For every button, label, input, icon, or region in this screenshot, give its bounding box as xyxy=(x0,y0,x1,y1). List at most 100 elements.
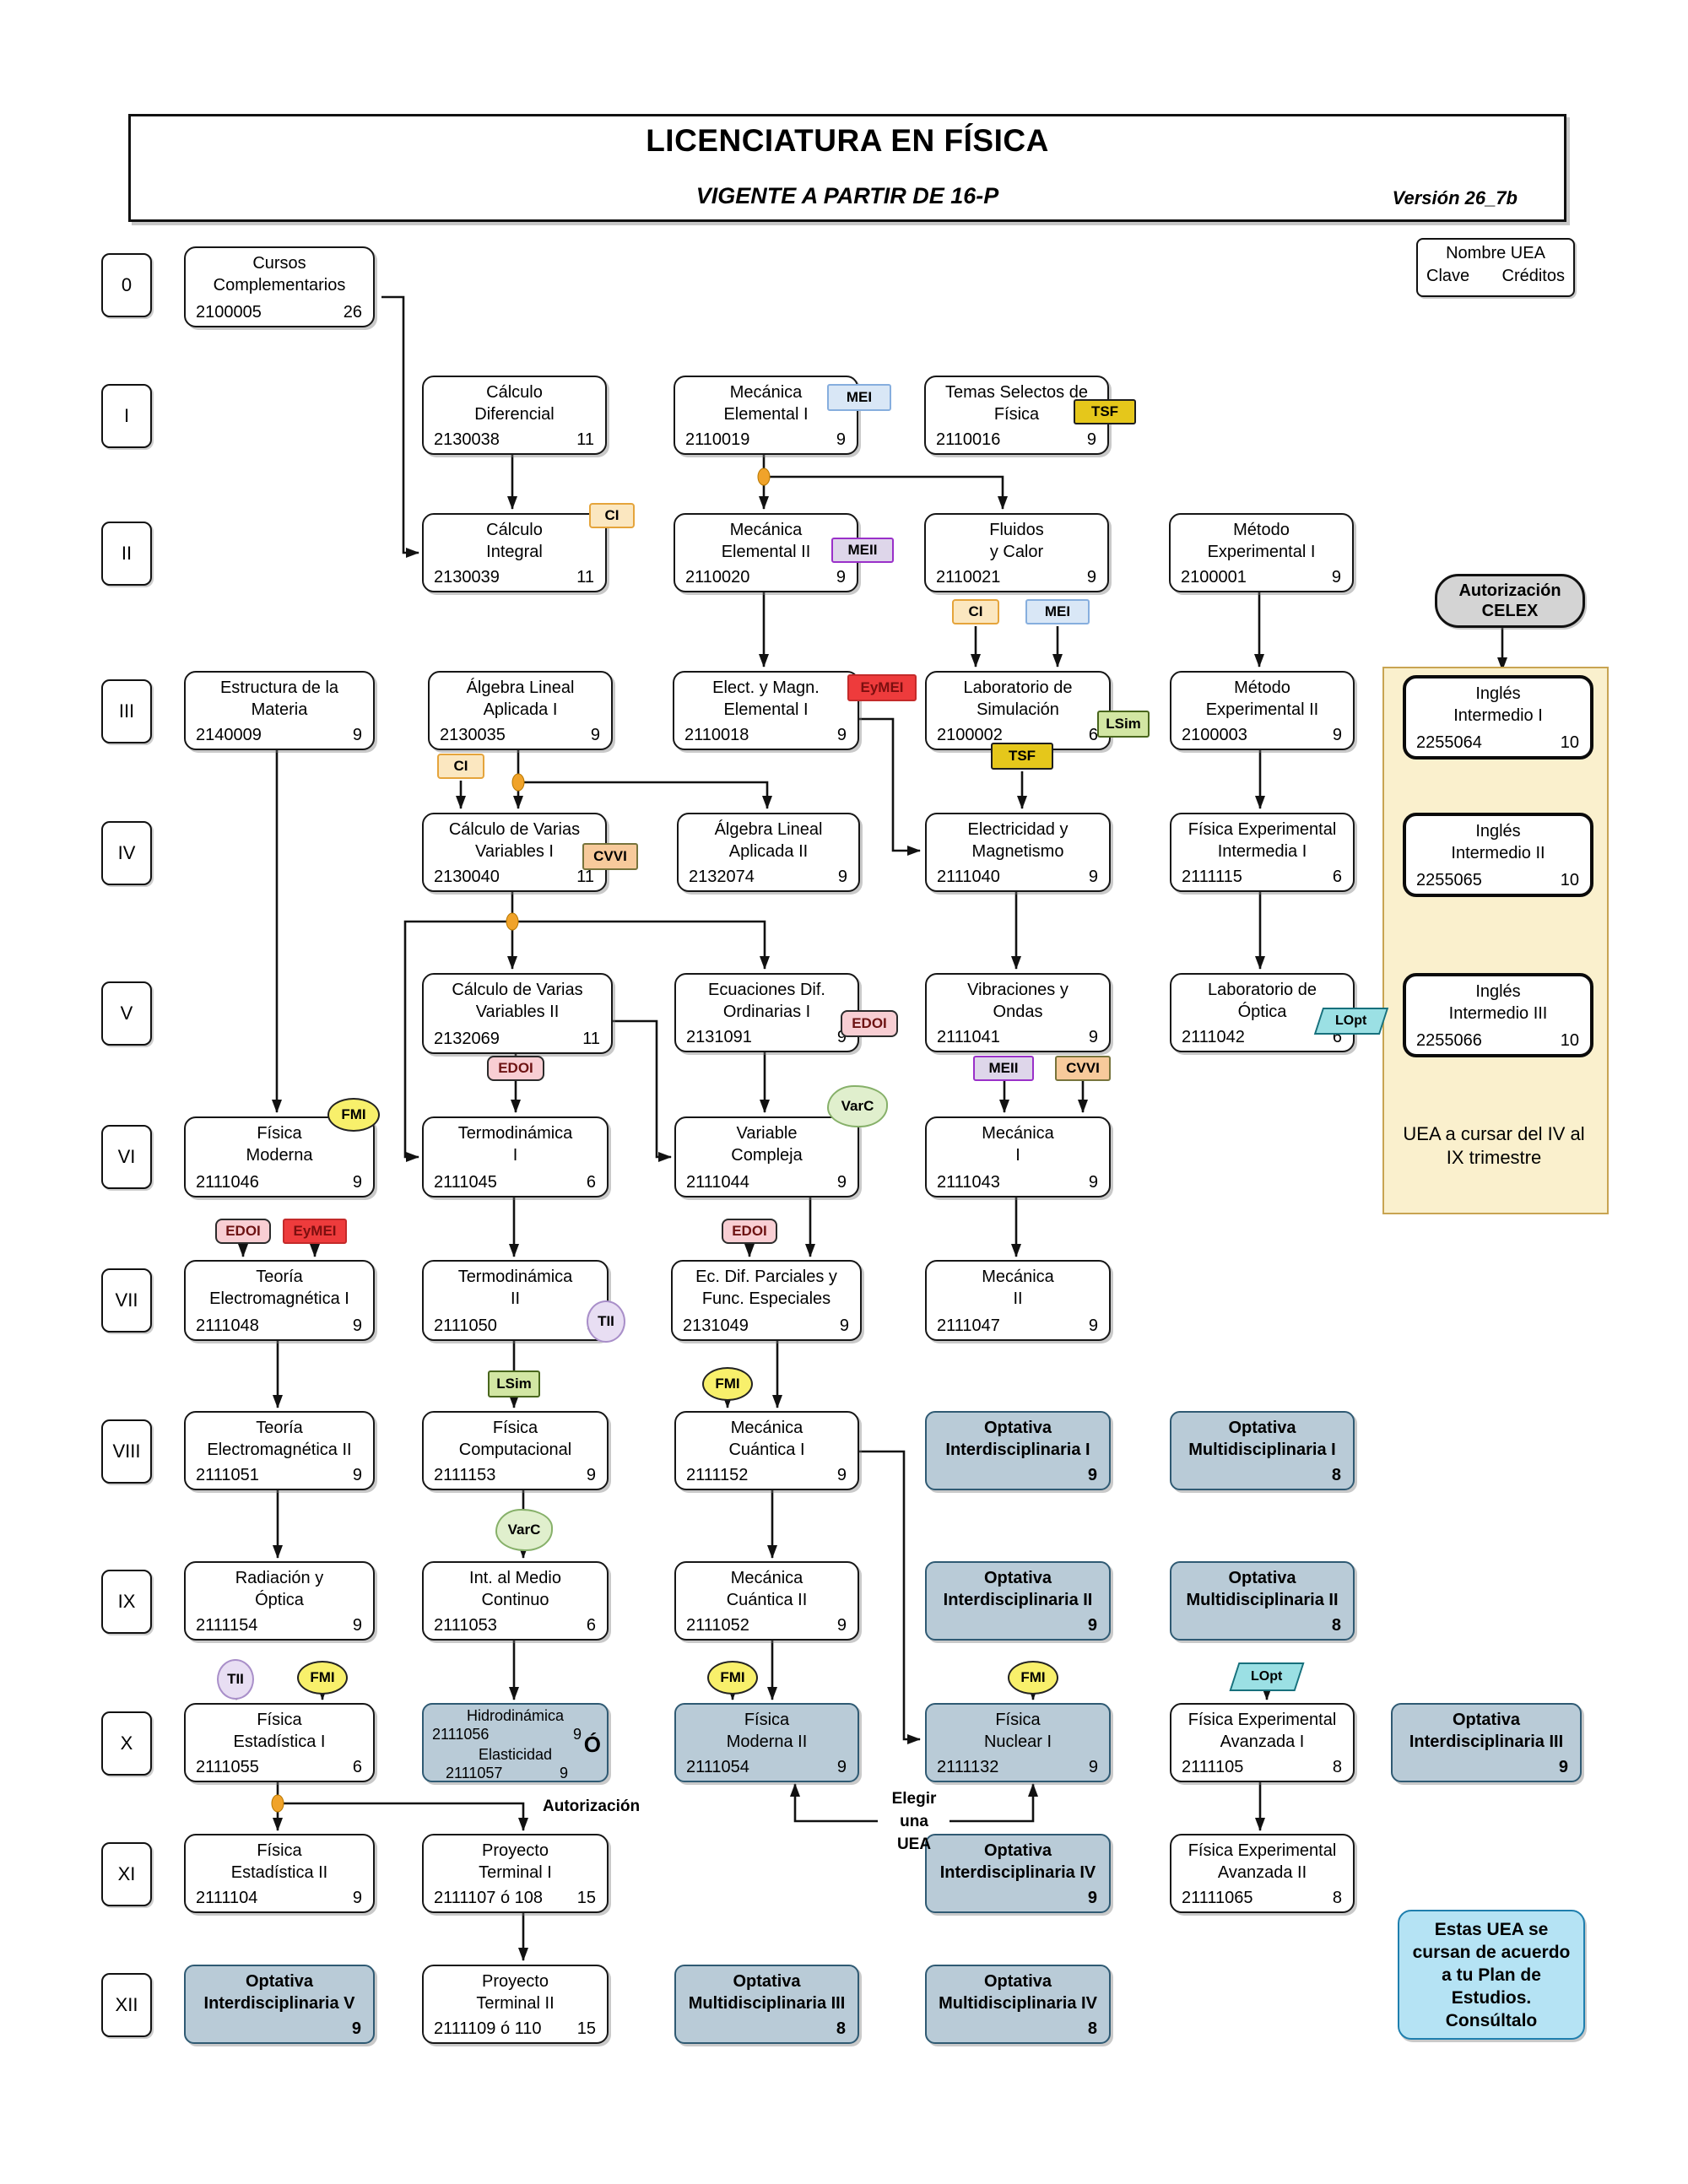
course-code: 2132069 xyxy=(434,1030,500,1048)
legend-nombre-uea: Nombre UEA xyxy=(1446,244,1545,262)
credits-value: 8 xyxy=(1332,1889,1342,1907)
credits-value: 9 xyxy=(836,1616,847,1635)
level-label-VI: VI xyxy=(101,1125,152,1189)
tag-tii-badge: TII xyxy=(587,1300,625,1343)
tag-lopt-badge: LOpt xyxy=(1229,1662,1305,1691)
level-label-IV: IV xyxy=(101,821,152,885)
level-label-XII: XII xyxy=(101,1973,152,2037)
credits-value: 9 xyxy=(1558,1758,1568,1776)
credits-value: 10 xyxy=(1560,871,1579,889)
credits-value: 6 xyxy=(586,1616,596,1635)
legend-clave: Clave xyxy=(1426,267,1470,285)
page-header: LICENCIATURA EN FÍSICA VIGENTE A PARTIR … xyxy=(128,114,1566,222)
credits-value: 6 xyxy=(352,1758,362,1776)
tag-ci-badge: CI xyxy=(589,503,635,528)
version-label: Versión 26_7b xyxy=(1392,187,1518,208)
credits-value: 9 xyxy=(837,868,847,886)
credits-value: 26 xyxy=(343,303,362,322)
course-code: 2100001 xyxy=(1181,568,1247,587)
course-code: 2110020 xyxy=(685,568,750,587)
course-code: 2111043 xyxy=(937,1173,1000,1192)
course-code: 2100003 xyxy=(1182,726,1247,744)
credits-value: 9 xyxy=(839,1316,849,1335)
level-label-VIII: VIII xyxy=(101,1419,152,1484)
elegir-una-uea-label: Elegir una UEA xyxy=(878,1787,950,1856)
course-code: 2111044 xyxy=(686,1173,749,1192)
credits-value: 8 xyxy=(1332,1758,1342,1776)
tag-lsim-badge: LSim xyxy=(1097,711,1150,738)
course-code: 2111046 xyxy=(196,1173,259,1192)
credits-value: 9 xyxy=(352,1316,362,1335)
credits-value: 9 xyxy=(1086,568,1096,587)
celex-authorization-node: Autorización CELEX xyxy=(1435,574,1585,628)
course-code: 2111152 xyxy=(686,1466,749,1484)
course-code: 2111054 xyxy=(686,1758,749,1776)
tag-edoi-badge: EDOI xyxy=(722,1219,777,1244)
course-code: 2110021 xyxy=(936,568,1001,587)
course-code: 2130039 xyxy=(434,568,500,587)
celex-line1: Autorización xyxy=(1458,581,1561,600)
tag-tsf-badge: TSF xyxy=(1074,399,1136,424)
credits-value: 6 xyxy=(1332,868,1342,886)
credits-value: 9 xyxy=(836,1173,847,1192)
course-code: 2255065 xyxy=(1416,871,1482,889)
tag-tii-badge: TII xyxy=(217,1659,254,1700)
course-code: 21111065 xyxy=(1182,1889,1253,1907)
course-code: 2111050 xyxy=(434,1316,497,1335)
page-subtitle: VIGENTE A PARTIR DE 16-P xyxy=(695,183,999,208)
note-line: Consúltalo xyxy=(1445,2010,1538,2030)
tag-edoi-badge: EDOI xyxy=(215,1219,271,1244)
tag-lsim-badge: LSim xyxy=(488,1370,540,1397)
tag-varc-badge: VarC xyxy=(495,1509,553,1551)
credits-value: 11 xyxy=(576,568,594,587)
credits-value: 8 xyxy=(836,2019,846,2038)
tag-varc-badge: VarC xyxy=(827,1085,888,1127)
course-code: 2111053 xyxy=(434,1616,497,1635)
credits-value: 9 xyxy=(836,1466,847,1484)
tag-ci-badge: CI xyxy=(952,599,999,624)
tag-edoi-badge: EDOI xyxy=(841,1010,898,1037)
course-code: 2140009 xyxy=(196,726,262,744)
credits-value: 9 xyxy=(836,1028,847,1046)
credits-value: 9 xyxy=(352,1173,362,1192)
level-label-V: V xyxy=(101,981,152,1046)
tag-fmi-badge: FMI xyxy=(702,1367,753,1401)
course-code: 2100002 xyxy=(937,726,1003,744)
tag-ci-badge: CI xyxy=(437,754,484,779)
tag-edoi-badge: EDOI xyxy=(487,1056,544,1081)
tag-fmi-badge: FMI xyxy=(1008,1661,1058,1695)
credits-value: 9 xyxy=(352,1616,362,1635)
tag-fmi-badge: FMI xyxy=(707,1661,758,1695)
o-conjunction: Ó xyxy=(583,1732,601,1757)
page-title: LICENCIATURA EN FÍSICA xyxy=(646,123,1049,158)
tag-fmi-badge: FMI xyxy=(297,1661,348,1695)
course-code: 2111153 xyxy=(434,1466,496,1484)
credits-value: 11 xyxy=(576,868,594,886)
tag-cvvi-badge: CVVI xyxy=(1055,1056,1111,1081)
tag-eymei-badge: EyMEI xyxy=(283,1219,347,1244)
plan-note: Estas UEA se cursan de acuerdo a tu Plan… xyxy=(1398,1910,1585,2040)
level-label-XI: XI xyxy=(101,1842,152,1906)
course-code: 2110018 xyxy=(684,726,749,744)
course-code: 2111052 xyxy=(686,1616,749,1635)
course-code: 2111041 xyxy=(937,1028,1000,1046)
